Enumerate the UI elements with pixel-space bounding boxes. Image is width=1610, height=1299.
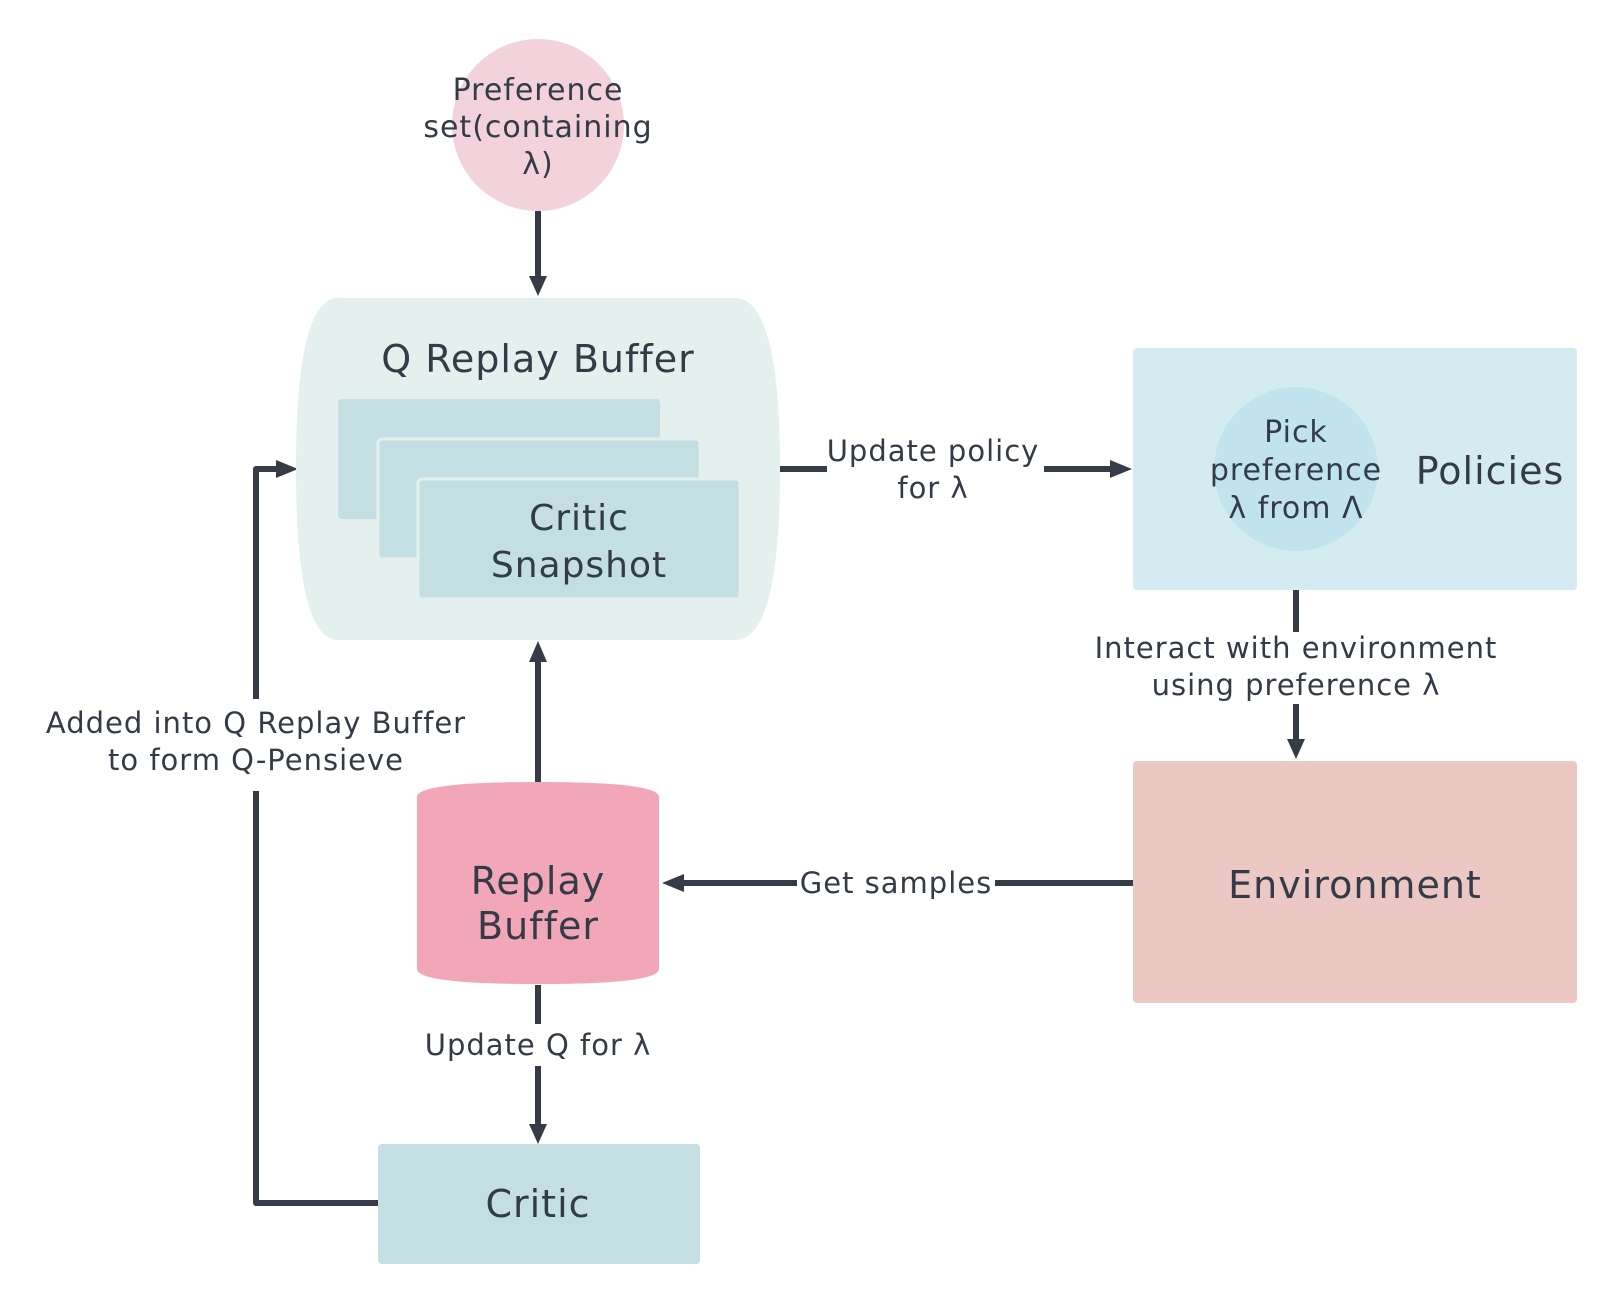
- environment-box: [1133, 761, 1577, 1003]
- pick-preference-line-2: preference: [1210, 453, 1382, 488]
- policies-label: Policies: [1416, 449, 1565, 493]
- arrowhead: [529, 641, 547, 662]
- preference-set-node: Preference set(containing λ): [423, 39, 652, 211]
- policies-node: Pick preference λ from Λ Policies: [1133, 348, 1577, 590]
- update-policy-label-line-2: for λ: [897, 471, 968, 505]
- environment-label: Environment: [1228, 863, 1482, 907]
- replay-buffer-node: Replay Buffer: [417, 782, 659, 984]
- replay-buffer-line-2: Buffer: [477, 904, 599, 948]
- edge-critic-to-qbuffer-2: [253, 466, 278, 699]
- preference-set-line-1: Preference: [453, 73, 624, 108]
- preference-set-line-2: set(containing: [423, 110, 652, 145]
- replay-buffer-line-1: Replay: [471, 859, 606, 903]
- arrowhead: [529, 1124, 547, 1144]
- edge-critic-to-qbuffer: [253, 791, 378, 1206]
- interact-label-line-1: Interact with environment: [1095, 631, 1498, 665]
- pick-preference-line-3: λ from Λ: [1228, 491, 1363, 526]
- interact-label-line-2: using preference λ: [1152, 668, 1441, 702]
- added-into-label-line-2: to form Q-Pensieve: [108, 743, 404, 777]
- environment-node: Environment: [1133, 761, 1577, 1003]
- critic-snapshot-card-front: [416, 477, 742, 601]
- arrowhead: [1110, 460, 1132, 478]
- edge-labels: Update policy for λ Interact with enviro…: [46, 434, 1498, 1062]
- arrowhead: [276, 460, 298, 478]
- added-into-label-line-1: Added into Q Replay Buffer: [46, 706, 466, 740]
- q-replay-buffer-title: Q Replay Buffer: [381, 337, 695, 381]
- update-q-label: Update Q for λ: [425, 1028, 652, 1062]
- critic-node: Critic: [378, 1144, 700, 1264]
- critic-label: Critic: [485, 1182, 590, 1226]
- preference-set-line-3: λ): [522, 147, 553, 182]
- arrowhead: [1287, 739, 1305, 759]
- pick-preference-line-1: Pick: [1264, 415, 1328, 450]
- pick-preference-circle: [1214, 387, 1378, 551]
- preference-set-circle: [452, 39, 624, 211]
- replay-buffer-cylinder: [417, 782, 659, 984]
- critic-snapshot-line-1: Critic: [529, 498, 629, 539]
- arrowhead: [529, 276, 547, 296]
- update-policy-label-line-1: Update policy: [827, 434, 1040, 468]
- arrowhead: [662, 874, 684, 892]
- q-replay-buffer-node: Q Replay Buffer Critic Snapshot: [296, 298, 780, 640]
- critic-snapshot-line-2: Snapshot: [491, 545, 667, 586]
- get-samples-label: Get samples: [800, 866, 992, 900]
- critic-box: [378, 1144, 700, 1264]
